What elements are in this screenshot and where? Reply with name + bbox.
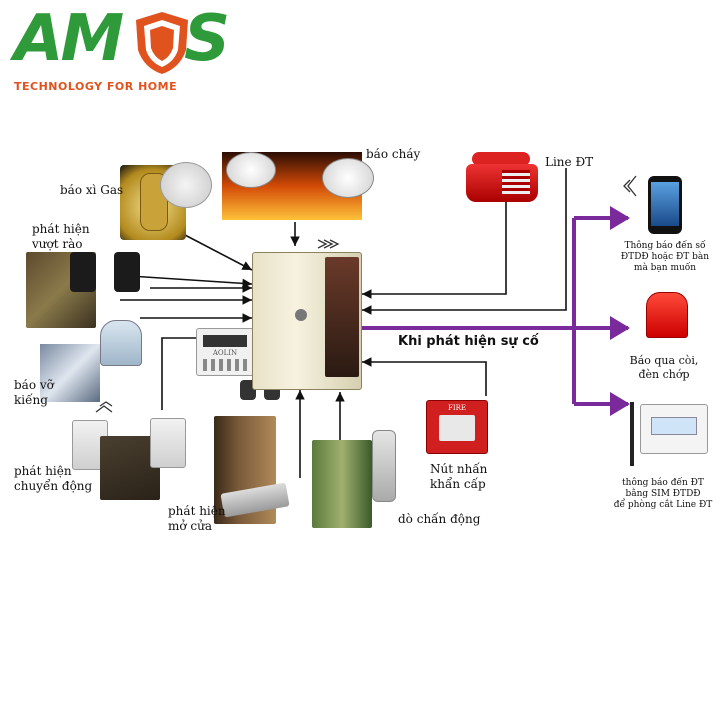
label-siren: Báo qua còi, đèn chớp [612,354,716,382]
logo-letters-right: S [184,2,230,76]
siren-icon [646,292,688,338]
shield-icon [136,12,188,74]
label-glass: báo vỡ kiếng [14,378,54,408]
antenna-icon [630,402,634,466]
label-glass-line1: báo vỡ [14,378,54,392]
logo-letters-left: AM [14,2,124,76]
label-fence: phát hiện vượt rào [32,222,90,252]
label-gsm-line3: để phòng cắt Line ĐT [613,500,713,510]
label-glass-line2: kiếng [14,393,48,407]
glass-break-image [40,344,100,402]
key-lock-icon [295,309,307,321]
phone-icon [462,148,542,204]
logo: AM S TECHNOLOGY FOR HOME [14,2,230,102]
label-motion-line1: phát hiện [14,464,72,478]
fire-detector-left-icon [226,152,276,188]
incident-label: Khi phát hiện sự cố [398,334,539,349]
logo-tagline: TECHNOLOGY FOR HOME [14,80,178,93]
label-fence-line2: vượt rào [32,237,83,251]
beam-sensor-right-icon [114,252,140,292]
beam-sensor-left-icon [70,252,96,292]
glass-break-sensor-icon [100,320,142,366]
label-gsm-line2: bằng SIM ĐTDĐ [625,489,701,499]
label-phone-line: Line ĐT [545,155,594,169]
vibration-image [312,440,372,528]
alarm-control-cabinet [252,252,362,390]
label-mobile-line3: mà bạn muốn [633,263,697,273]
mobile-phone-icon [648,176,682,234]
label-gsm: thông báo đến ĐT bằng SIM ĐTDĐ để phòng … [606,478,720,511]
label-gas: báo xì Gas [60,183,124,197]
label-emergency-button: Nút nhấn khẩn cấp [430,462,487,492]
label-mobile-line1: Thông báo đến số [624,241,706,251]
fire-box-label: FIRE [447,404,466,412]
label-door-line1: phát hiện [168,504,226,518]
label-gsm-line1: thông báo đến ĐT [622,478,704,488]
label-mobile-notify: Thông báo đến số ĐTDĐ hoặc ĐT bàn mà bạn… [610,241,720,274]
fire-detector-right-icon [322,158,374,198]
label-fence-line1: phát hiện [32,222,90,236]
smoke-detector-icon [160,162,212,208]
motion-sensor-right-icon [150,418,186,468]
label-siren-line1: Báo qua còi, [629,354,699,367]
label-vibration: dò chấn động [398,512,481,526]
label-fire: báo cháy [366,147,421,161]
label-button-line2: khẩn cấp [430,477,486,491]
label-siren-line2: đèn chớp [638,368,690,381]
label-door-line2: mở cửa [168,519,213,533]
keypad-icon: AOLIN [196,328,254,376]
gsm-module-icon [640,404,708,454]
vibration-sensor-icon [372,430,396,502]
label-door: phát hiện mở cửa [168,504,226,534]
panel-brand: AOLIN [212,349,238,357]
label-motion-line2: chuyển động [14,479,93,493]
label-button-line1: Nút nhấn [430,462,488,476]
label-mobile-line2: ĐTDĐ hoặc ĐT bàn [620,252,710,262]
label-motion: phát hiện chuyển động [14,464,92,494]
emergency-button-icon: FIRE [426,400,488,454]
